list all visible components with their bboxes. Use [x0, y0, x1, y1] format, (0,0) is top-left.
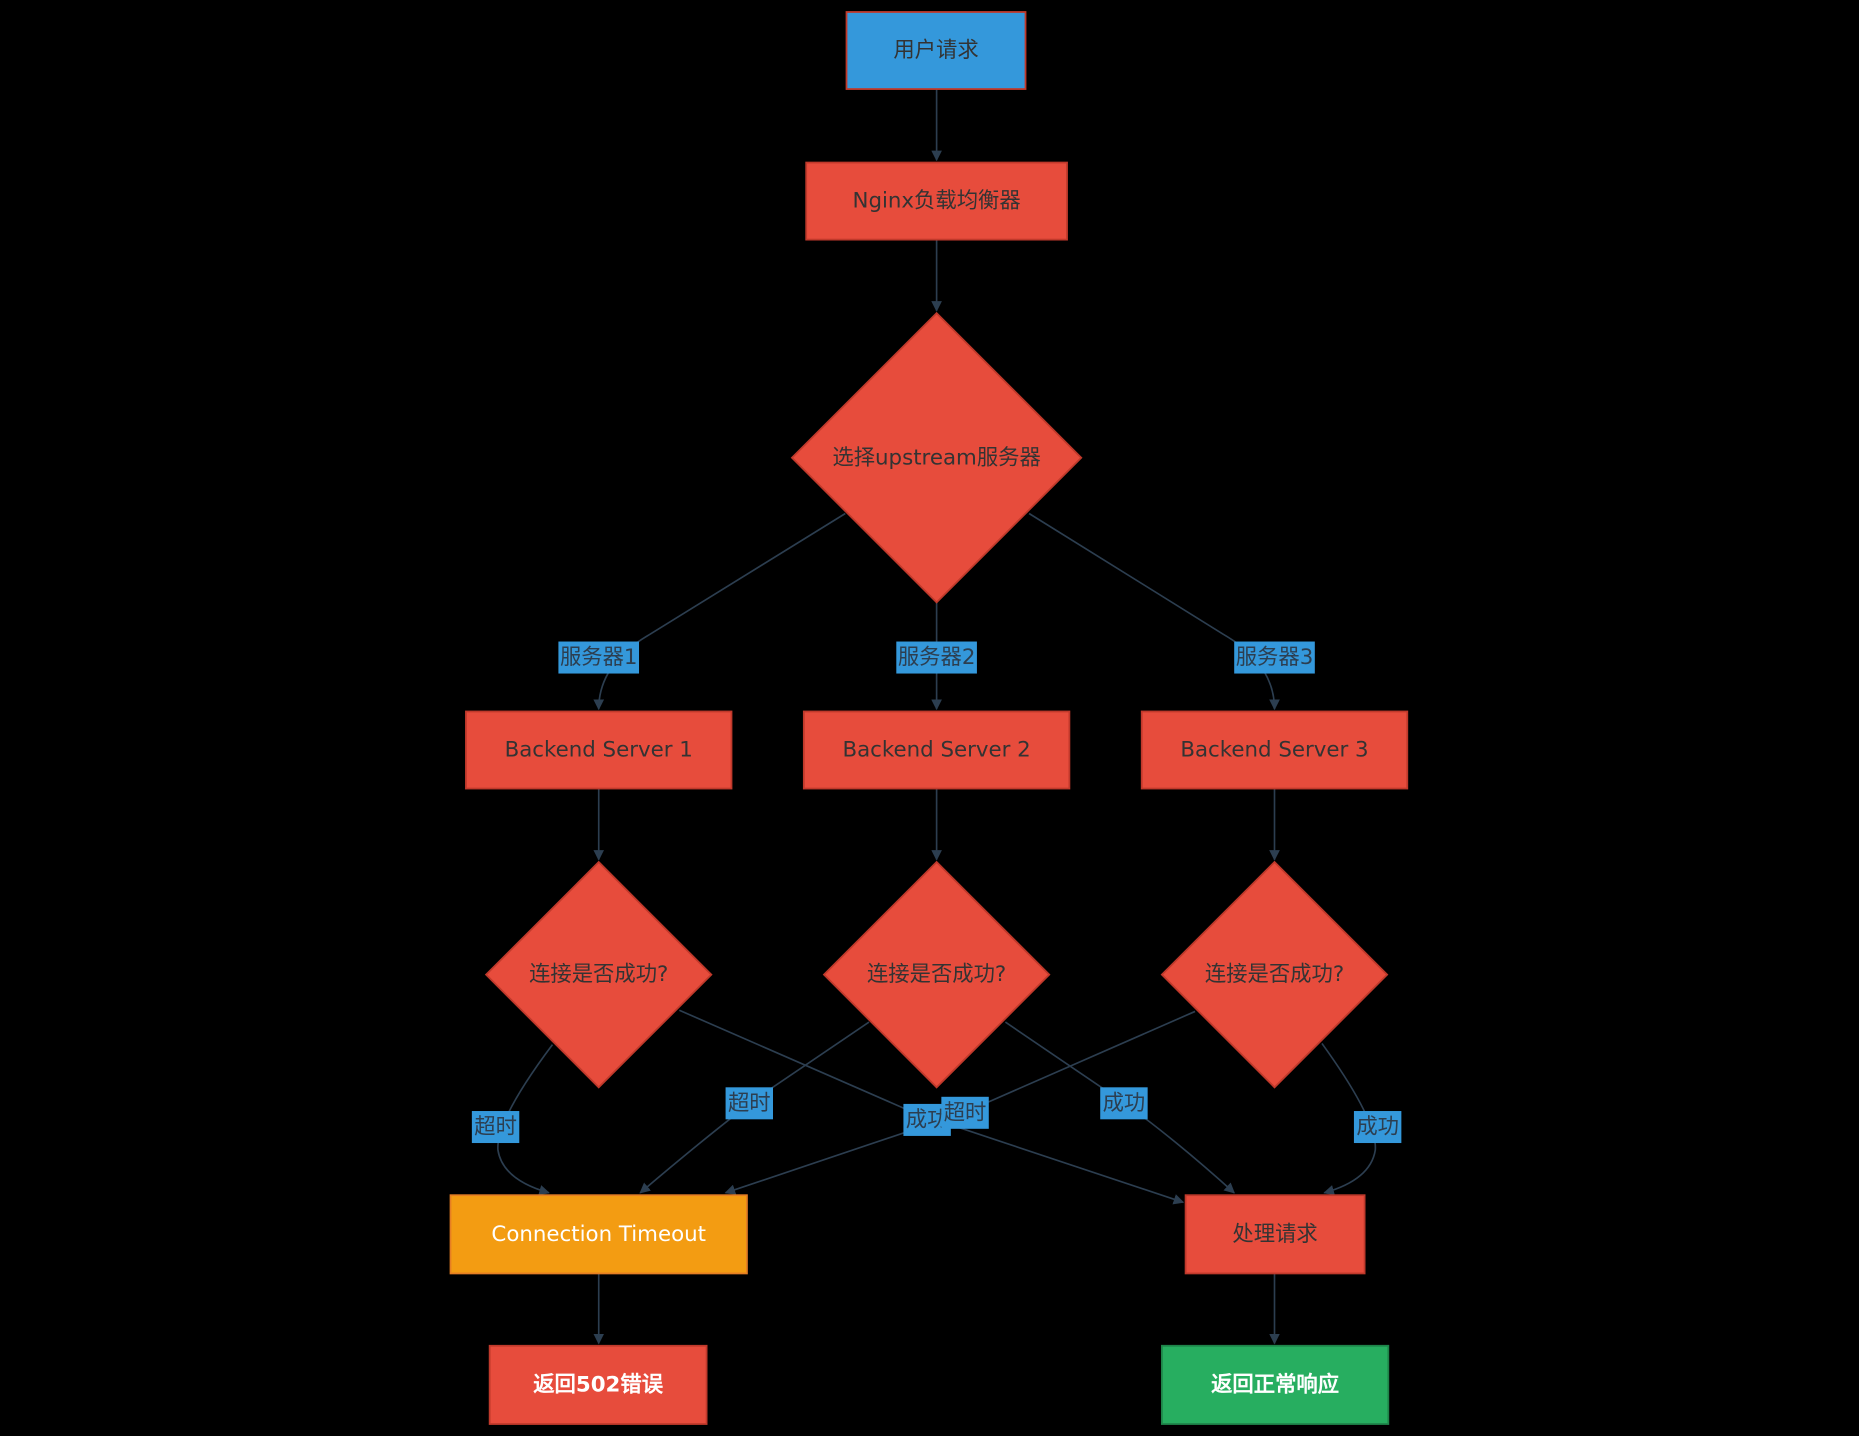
node-nginx: Nginx负载均衡器	[805, 161, 1068, 241]
edge-label-check1-timeout-bg	[471, 1111, 520, 1144]
edge-check3-success	[1321, 1042, 1377, 1196]
edge-label-check2-timeout-text: 超时	[728, 1091, 771, 1116]
node-check-connection-3-label: 连接是否成功?	[1205, 962, 1344, 987]
node-select-upstream-diamond	[790, 311, 1083, 604]
node-check-connection-1: 连接是否成功?	[484, 860, 713, 1089]
edge-label-check1-success-text: 成功	[906, 1107, 949, 1132]
edge-label-check3-timeout-bg	[941, 1096, 989, 1129]
edge-label-server3-text: 服务器3	[1236, 645, 1314, 670]
node-user-request-box	[845, 11, 1027, 90]
edge-label-check2-timeout: 超时	[725, 1087, 774, 1120]
node-check-connection-3: 连接是否成功?	[1160, 860, 1389, 1089]
edge-label-server3: 服务器3	[1234, 641, 1315, 674]
node-check-connection-2: 连接是否成功?	[822, 860, 1051, 1089]
edge-label-server2: 服务器2	[896, 641, 977, 674]
node-connection-timeout-label: Connection Timeout	[491, 1222, 706, 1247]
node-check-connection-1-diamond	[484, 860, 713, 1089]
edge-label-check3-timeout: 超时	[941, 1096, 989, 1129]
node-select-upstream: 选择upstream服务器	[790, 311, 1083, 604]
edge-label-check3-success-text: 成功	[1356, 1115, 1399, 1140]
edge-select-to-backend3	[1028, 512, 1280, 711]
edge-label-check2-success-bg	[1100, 1087, 1148, 1120]
node-nginx-label: Nginx负载均衡器	[853, 189, 1021, 214]
node-return-502: 返回502错误	[488, 1344, 708, 1425]
node-backend-server-1-box	[465, 710, 733, 790]
node-check-connection-3-diamond	[1160, 860, 1389, 1089]
node-return-normal-response-label: 返回正常响应	[1211, 1371, 1339, 1397]
edge-label-check2-success-text: 成功	[1103, 1091, 1146, 1116]
node-return-502-box	[488, 1344, 708, 1425]
node-check-connection-2-diamond	[822, 860, 1051, 1089]
node-return-502-label: 返回502错误	[533, 1372, 664, 1397]
edge-label-check1-timeout-text: 超时	[474, 1115, 517, 1140]
node-backend-server-3-label: Backend Server 3	[1180, 738, 1368, 763]
edge-label-server2-bg	[896, 641, 977, 674]
node-backend-server-2: Backend Server 2	[802, 710, 1071, 790]
edge-label-server3-bg	[1234, 641, 1315, 674]
edge-label-check3-timeout-text: 超时	[944, 1100, 987, 1125]
node-process-request: 处理请求	[1184, 1194, 1366, 1275]
node-process-request-box	[1184, 1194, 1366, 1275]
edge-label-check3-success-bg	[1353, 1111, 1402, 1144]
node-backend-server-2-label: Backend Server 2	[842, 738, 1030, 763]
node-nginx-box	[805, 161, 1068, 241]
node-return-normal-response-box	[1160, 1344, 1390, 1425]
node-connection-timeout: Connection Timeout	[449, 1194, 748, 1275]
edge-check1-timeout	[497, 1044, 554, 1196]
node-check-connection-1-label: 连接是否成功?	[529, 962, 668, 987]
edge-label-server1-text: 服务器1	[560, 645, 638, 670]
edge-label-server1: 服务器1	[558, 641, 640, 674]
node-user-request-label: 用户请求	[893, 38, 978, 63]
edge-label-server1-bg	[558, 641, 640, 674]
edge-label-check3-success: 成功	[1353, 1111, 1402, 1144]
node-backend-server-1-label: Backend Server 1	[505, 738, 693, 763]
node-backend-server-3: Backend Server 3	[1140, 710, 1409, 790]
edge-label-check2-success: 成功	[1100, 1087, 1148, 1120]
node-select-upstream-label: 选择upstream服务器	[832, 445, 1040, 470]
edge-select-to-backend1	[593, 512, 846, 711]
node-return-normal-response: 返回正常响应	[1160, 1344, 1390, 1425]
edge-label-check1-timeout: 超时	[471, 1111, 520, 1144]
edge-label-check2-timeout-bg	[725, 1087, 774, 1120]
node-user-request: 用户请求	[845, 11, 1027, 90]
node-process-request-label: 处理请求	[1232, 1222, 1317, 1247]
edge-label-server2-text: 服务器2	[898, 645, 976, 670]
node-check-connection-2-label: 连接是否成功?	[867, 962, 1006, 987]
node-connection-timeout-box	[449, 1194, 748, 1275]
node-backend-server-2-box	[802, 710, 1071, 790]
node-backend-server-1: Backend Server 1	[465, 710, 733, 790]
node-backend-server-3-box	[1140, 710, 1409, 790]
